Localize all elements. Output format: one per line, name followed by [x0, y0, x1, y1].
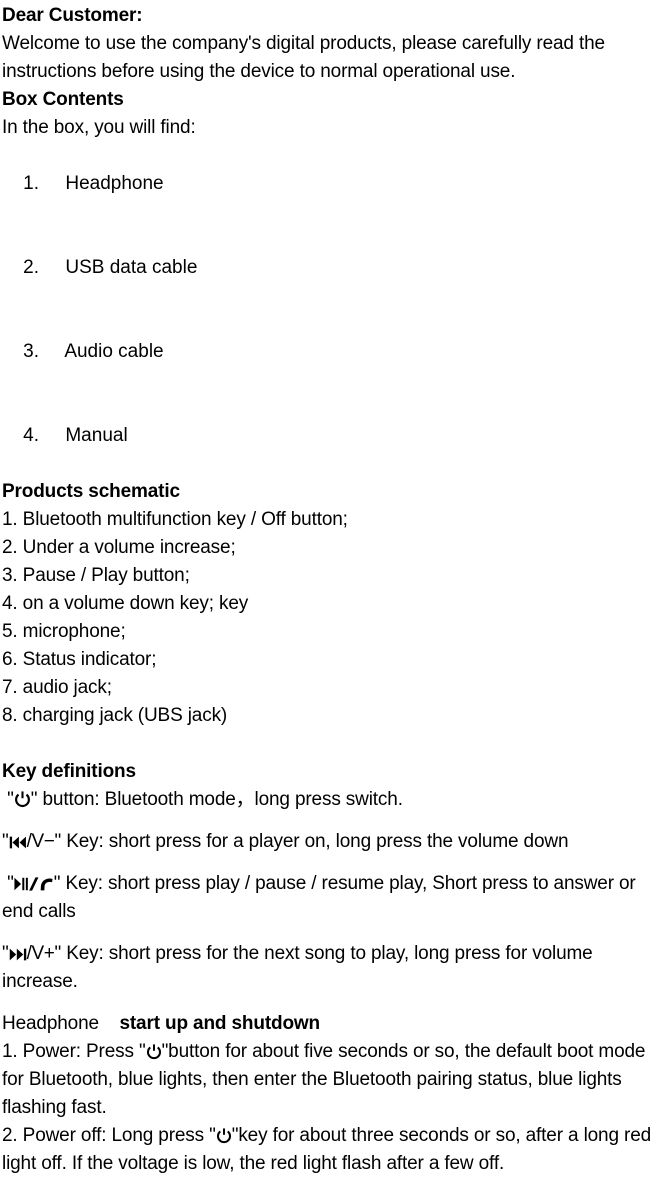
- power-icon: [216, 1128, 232, 1144]
- startup-prefix: Headphone: [2, 1013, 99, 1034]
- list-item-label: Headphone: [65, 173, 164, 194]
- play-pause-icon: [14, 876, 54, 892]
- power-on-paragraph: 1. Power: Press ""button for about five …: [2, 1038, 668, 1122]
- quote-open: ": [7, 873, 14, 894]
- list-item-number: 1.: [23, 173, 39, 194]
- list-item: 3. Audio cable: [2, 310, 668, 394]
- key-label-suffix: /V−: [26, 831, 55, 852]
- entry-spacer: [2, 814, 668, 828]
- key-definition-text: button: Bluetooth mode，long press switch…: [37, 789, 403, 810]
- power-icon: [14, 791, 31, 808]
- key-definition-next: "/V+" Key: short press for the next song…: [2, 940, 668, 996]
- greeting-heading: Dear Customer:: [2, 5, 143, 26]
- box-contents-heading: Box Contents: [2, 89, 124, 110]
- list-item: 4. Manual: [2, 394, 668, 478]
- quote-open: ": [2, 831, 9, 852]
- list-item-label: USB data cable: [65, 257, 198, 278]
- schematic-item: 4. on a volume down key; key: [2, 593, 249, 614]
- quote-close: ": [30, 789, 38, 810]
- schematic-item: 5. microphone;: [2, 621, 126, 642]
- key-definition-text: Key: short press for the next song to pl…: [2, 943, 593, 992]
- key-definition-text: Key: short press play / pause / resume p…: [2, 873, 636, 922]
- intro-paragraph: Welcome to use the company's digital pro…: [2, 33, 605, 82]
- list-item-label: Manual: [65, 425, 128, 446]
- power-on-before: 1. Power: Press ": [2, 1041, 146, 1062]
- power-off-before: 2. Power off: Long press ": [2, 1125, 216, 1146]
- list-item-label: Audio cable: [64, 341, 164, 362]
- list-item-number: 2.: [23, 257, 39, 278]
- next-track-icon: [9, 947, 27, 962]
- products-schematic-heading: Products schematic: [2, 481, 180, 502]
- key-label-suffix: /V+: [26, 943, 55, 964]
- box-contents-lead: In the box, you will find:: [2, 117, 196, 138]
- quote-open: ": [7, 789, 14, 810]
- quote-open: ": [2, 943, 9, 964]
- schematic-item: 8. charging jack (UBS jack): [2, 705, 228, 726]
- section-spacer: [2, 730, 668, 758]
- quote-close: ": [53, 873, 61, 894]
- startup-heading-row: Headphone start up and shutdown: [2, 1010, 668, 1038]
- key-definition-power: " " button: Bluetooth mode，long press swi…: [2, 786, 668, 814]
- quote-close: ": [54, 831, 62, 852]
- power-icon: [146, 1044, 162, 1060]
- quote-close: ": [54, 943, 62, 964]
- schematic-item: 1. Bluetooth multifunction key / Off but…: [2, 509, 348, 530]
- key-definition-text: Key: short press for a player on, long p…: [61, 831, 569, 852]
- key-definition-previous: "/V−" Key: short press for a player on, …: [2, 828, 668, 856]
- previous-track-icon: [9, 835, 27, 850]
- startup-heading: start up and shutdown: [119, 1013, 320, 1034]
- schematic-item: 6. Status indicator;: [2, 649, 157, 670]
- schematic-item: 2. Under a volume increase;: [2, 537, 236, 558]
- entry-spacer: [2, 926, 668, 940]
- document-page: Dear Customer: Welcome to use the compan…: [2, 5, 668, 1174]
- schematic-item: 7. audio jack;: [2, 677, 112, 698]
- list-item: 1. Headphone: [2, 142, 668, 226]
- schematic-item: 3. Pause / Play button;: [2, 565, 190, 586]
- entry-spacer: [2, 856, 668, 870]
- list-item-number: 4.: [23, 425, 39, 446]
- key-definition-play-pause: " " Key: short press play / pause / resum…: [2, 870, 668, 926]
- key-definitions-heading: Key definitions: [2, 761, 136, 782]
- power-off-paragraph: 2. Power off: Long press ""key for about…: [2, 1122, 668, 1178]
- list-item: 2. USB data cable: [2, 226, 668, 310]
- list-item-number: 3.: [23, 341, 39, 362]
